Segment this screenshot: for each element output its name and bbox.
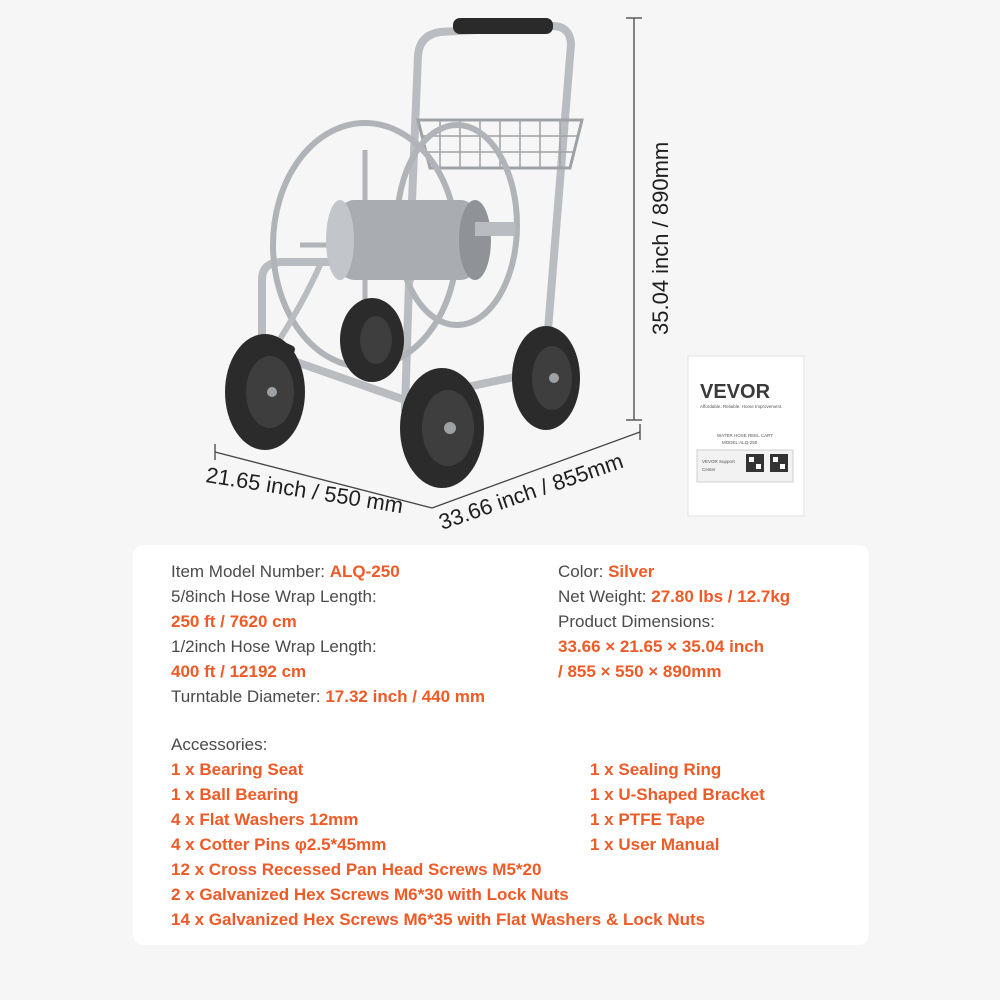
hose58-value: 250 ft / 7620 cm xyxy=(171,612,297,631)
accessory-item: 1 x Sealing Ring xyxy=(590,760,722,779)
dimensions-value-mm: / 855 × 550 × 890mm xyxy=(558,662,722,681)
product-illustration-area: 35.04 inch / 890mm 21.65 inch / 550 mm 3… xyxy=(204,17,805,535)
accessories-heading: Accessories: xyxy=(171,735,268,754)
accessory-item: 14 x Galvanized Hex Screws M6*35 with Fl… xyxy=(171,910,706,929)
accessory-item: 4 x Cotter Pins φ2.5*45mm xyxy=(171,835,387,854)
accessory-item: 2 x Galvanized Hex Screws M6*30 with Loc… xyxy=(171,885,569,904)
accessory-item: 1 x User Manual xyxy=(590,835,720,854)
manual-tagline: Affordable. Reliable. Home Improvement. xyxy=(700,404,782,409)
turntable-label: Turntable Diameter: xyxy=(171,687,321,706)
user-manual-booklet: VEVOR Affordable. Reliable. Home Improve… xyxy=(687,355,805,517)
dimensions-label: Product Dimensions: xyxy=(558,612,715,631)
model-number-row: Item Model Number: ALQ-250 xyxy=(171,559,400,584)
height-dimension-line xyxy=(626,17,642,421)
color-value: Silver xyxy=(608,562,655,581)
manual-brand: VEVOR xyxy=(700,381,771,403)
manual-model: MODEL:ALQ-250 xyxy=(722,440,758,445)
qr-code-icon xyxy=(770,454,788,472)
dimensions-value-inch: 33.66 × 21.65 × 35.04 inch xyxy=(558,637,765,656)
turntable-row: Turntable Diameter: 17.32 inch / 440 mm xyxy=(171,684,485,709)
accessory-item: 12 x Cross Recessed Pan Head Screws M5*2… xyxy=(171,860,542,879)
accessory-item: 4 x Flat Washers 12mm xyxy=(171,810,359,829)
hose58-label: 5/8inch Hose Wrap Length: xyxy=(171,587,377,606)
height-dimension-label: 35.04 inch / 890mm xyxy=(648,142,673,335)
manual-title: WATER HOSE REEL CART xyxy=(717,433,773,438)
weight-row: Net Weight: 27.80 lbs / 12.7kg xyxy=(558,584,790,609)
front-left-wheel xyxy=(225,334,305,450)
hose12-label: 1/2inch Hose Wrap Length: xyxy=(171,637,377,656)
accessory-item: 1 x Ball Bearing xyxy=(171,785,299,804)
weight-value: 27.80 lbs / 12.7kg xyxy=(651,587,791,606)
accessory-item: 1 x PTFE Tape xyxy=(590,810,705,829)
weight-label: Net Weight: xyxy=(558,587,647,606)
color-row: Color: Silver xyxy=(558,559,654,584)
accessory-item: 1 x Bearing Seat xyxy=(171,760,304,779)
handle-grip xyxy=(453,18,553,34)
spec-card: Item Model Number: ALQ-250 5/8inch Hose … xyxy=(133,545,869,945)
hose-reel-cart-drawing: 35.04 inch / 890mm 21.65 inch / 550 mm 3… xyxy=(204,17,805,535)
rear-right-wheel xyxy=(512,326,580,430)
turntable-value: 17.32 inch / 440 mm xyxy=(325,687,486,706)
front-right-wheel xyxy=(400,368,484,488)
model-number-label: Item Model Number: xyxy=(171,562,325,581)
qr-code-icon xyxy=(746,454,764,472)
color-label: Color: xyxy=(558,562,604,581)
width-dimension-line xyxy=(214,444,433,509)
length-dimension-line xyxy=(431,424,641,509)
manual-support-line2: Center xyxy=(702,467,716,472)
rear-left-wheel xyxy=(340,298,404,382)
accessory-item: 1 x U-Shaped Bracket xyxy=(590,785,765,804)
hose12-value: 400 ft / 12192 cm xyxy=(171,662,307,681)
width-dimension-label: 21.65 inch / 550 mm xyxy=(204,462,405,518)
reel-drum xyxy=(326,200,515,280)
manual-support-line1: VEVOR Support xyxy=(702,459,736,464)
model-number-value: ALQ-250 xyxy=(329,562,400,581)
